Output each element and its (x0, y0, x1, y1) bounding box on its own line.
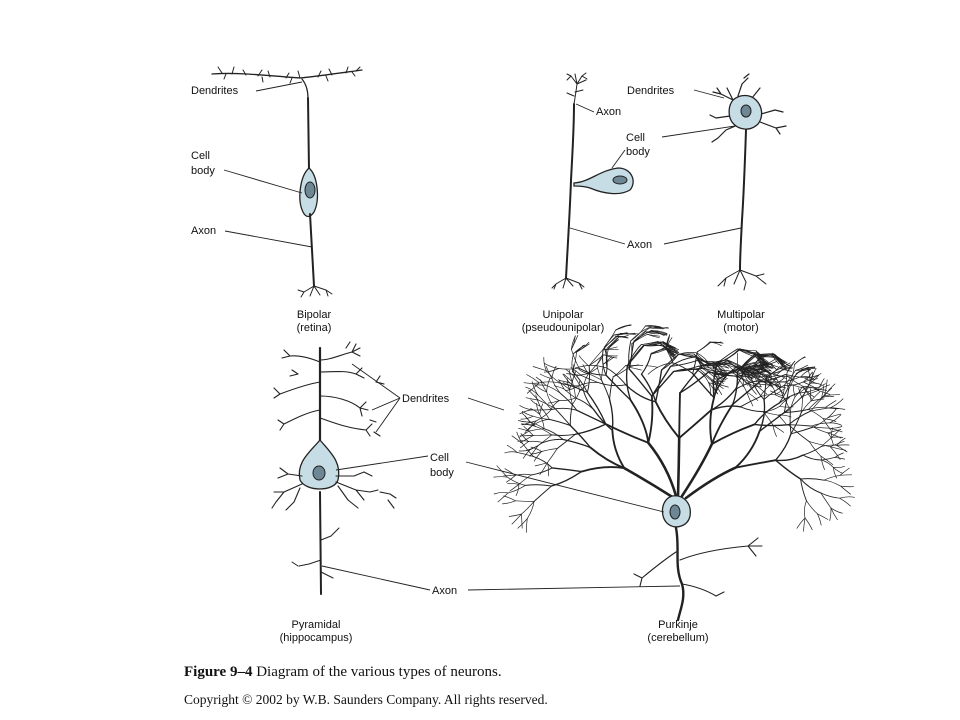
pyramidal-name: Pyramidal (292, 619, 341, 631)
figure-label: Figure 9–4 (184, 664, 253, 680)
bipolar-dendrites-label: Dendrites (191, 85, 239, 97)
multipolar-name: Multipolar (717, 309, 765, 321)
bipolar-neuron (211, 66, 363, 298)
shared-axon-callout: Axon (321, 565, 681, 597)
unipolar-labels: Axon Cell body Axon Unipolar (pseudounip… (522, 103, 652, 334)
unipolar-cell-body (573, 167, 634, 195)
purkinje-nucleus (669, 504, 681, 520)
purkinje-name: Purkinje (658, 619, 698, 631)
axon-leader-purkinje (467, 585, 681, 591)
bipolar-cell-label: Cell (191, 150, 210, 162)
bipolar-labels: Dendrites Cell body Axon Bipolar (retina… (191, 81, 332, 334)
bipolar-name: Bipolar (297, 309, 332, 321)
figure-caption: Figure 9–4 Diagram of the various types … (184, 664, 502, 681)
unipolar-cell-body-leader (611, 149, 626, 169)
multipolar-dendrites-label: Dendrites (627, 85, 675, 97)
bipolar-cell-body-leader (223, 169, 303, 194)
bipolar-body-label: body (191, 165, 215, 177)
dendrites-leader-pyramidal-1 (351, 363, 401, 399)
cell-body-leader-pyramidal (335, 455, 429, 471)
multipolar-labels: Dendrites Multipolar (motor) (627, 85, 765, 334)
unipolar-name: Unipolar (543, 309, 584, 321)
bipolar-axon-label: Axon (191, 225, 216, 237)
dendrites-leader-pyramidal-3 (375, 397, 401, 433)
axon-leader-pyramidal (321, 565, 431, 591)
unipolar-body-label: body (626, 146, 650, 158)
purkinje-location: (cerebellum) (647, 632, 708, 644)
shared-cell-label: Cell (430, 452, 449, 464)
shared-cell-body-callout: Cell body (335, 452, 665, 513)
pyramidal-nucleus (312, 465, 326, 481)
bipolar-axon-leader (224, 230, 313, 248)
multipolar-axon-leader (663, 227, 742, 245)
unipolar-axon-top-leader (575, 103, 595, 113)
unipolar-cell-label: Cell (626, 132, 645, 144)
multipolar-location: (motor) (723, 322, 758, 334)
cell-body-leader-purkinje (465, 461, 665, 513)
unipolar-neuron (551, 72, 634, 290)
shared-dendrites-callout: Dendrites (351, 363, 505, 433)
multipolar-dendrites-leader (693, 89, 725, 99)
shared-axon-label: Axon (432, 585, 457, 597)
unipolar-location: (pseudounipolar) (522, 322, 605, 334)
pyramidal-cell-body (298, 438, 340, 490)
copyright-notice: Copyright © 2002 by W.B. Saunders Compan… (184, 692, 548, 707)
pyramidal-location: (hippocampus) (280, 632, 353, 644)
shared-body-label: body (430, 467, 454, 479)
multipolar-nucleus (740, 104, 752, 118)
unipolar-axon-label: Axon (627, 239, 652, 251)
dendrites-leader-purkinje (467, 397, 505, 411)
multipolar-neuron (709, 73, 787, 291)
pyramidal-neuron (271, 341, 397, 595)
unipolar-axon-top-label: Axon (596, 106, 621, 118)
unipolar-nucleus (612, 175, 628, 185)
multipolar-cell-body-leader (661, 125, 736, 138)
bipolar-nucleus (304, 181, 316, 199)
pyramidal-labels: Pyramidal (hippocampus) (280, 619, 353, 644)
bipolar-location: (retina) (297, 322, 332, 334)
figure-caption-text: Diagram of the various types of neurons. (252, 664, 502, 680)
purkinje-labels: Purkinje (cerebellum) (647, 619, 708, 644)
purkinje-neuron (493, 324, 855, 622)
unipolar-axon-leader (569, 227, 626, 245)
purkinje-dendritic-tree (493, 324, 855, 533)
bipolar-dendrites-leader (255, 81, 303, 92)
dendrites-leader-pyramidal-2 (371, 397, 401, 411)
shared-dendrites-label: Dendrites (402, 393, 450, 405)
